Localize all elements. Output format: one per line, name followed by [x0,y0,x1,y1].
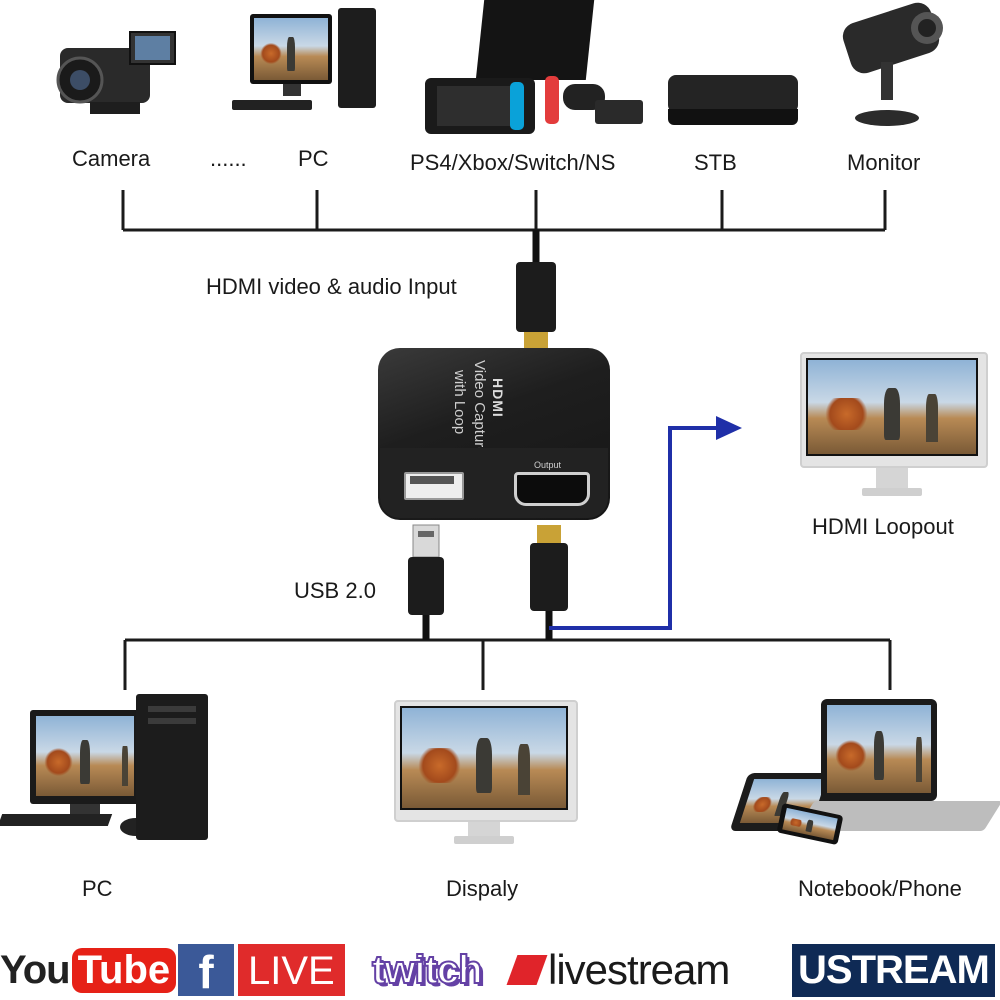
output-label-pc: PC [82,876,113,901]
loopout-label: HDMI Loopout [812,514,954,539]
source-label-ellipsis: ...... [210,146,247,171]
output-port-label: Output [534,460,562,470]
livestream-logo: livestream [506,940,730,1000]
laptop-phone-icon [729,695,1000,855]
source-label-pc: PC [298,146,329,171]
hdmi-output-port [514,472,590,506]
security-camera-icon [835,0,947,130]
capture-device: HDMI Video Capture with Loop Output [378,348,610,520]
loopout-monitor-icon [800,352,988,502]
hdmi-input-label: HDMI video & audio Input [206,274,457,299]
facebook-live-logo: f LIVE [178,940,345,1000]
desktop-pc-icon [0,690,215,858]
twitch-logo: twitch [371,947,484,993]
usb-label: USB 2.0 [294,578,376,603]
loopout-line [549,416,742,630]
camera-icon [50,20,185,125]
bottom-bus [123,638,892,690]
ustream-logo: USTREAM [792,940,995,1000]
hdmi-output-cable [530,525,568,640]
output-label-display: Dispaly [446,876,519,901]
source-label-consoles: PS4/Xbox/Switch/NS [410,150,616,175]
top-bus [121,190,887,232]
pc-icon [228,8,378,120]
hdmi-input-cable [516,230,556,350]
set-top-box-icon [668,75,803,130]
source-label-stb: STB [694,150,737,175]
source-label-camera: Camera [72,146,151,171]
usb-cable [408,524,444,640]
output-label-notebook: Notebook/Phone [798,876,962,901]
device-title-line1: Video Capture [471,360,488,456]
display-icon [394,700,578,848]
device-title-line2: with Loop [451,370,468,435]
game-console-icon [425,0,645,138]
youtube-logo: You Tube [0,940,177,1000]
source-label-monitor: Monitor [847,150,921,175]
hdmi-brand-logo: HDMI [490,378,506,418]
